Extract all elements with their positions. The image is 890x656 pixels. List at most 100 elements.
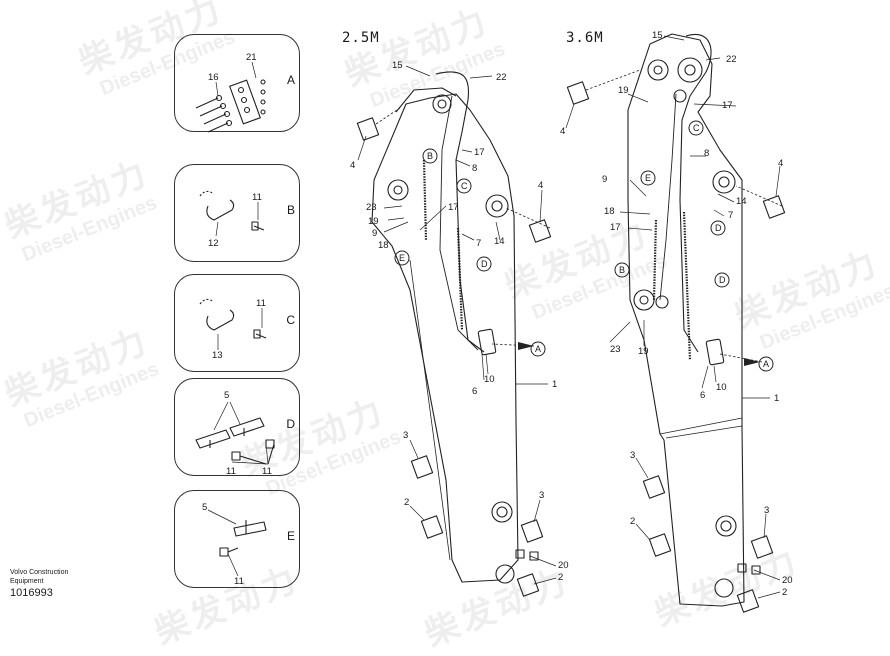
- detail-marker-letter: D: [715, 223, 722, 233]
- clamp-icon: [199, 298, 267, 339]
- leader-lines: [207, 35, 781, 599]
- callout-number: 14: [494, 236, 505, 247]
- callout-number: 7: [476, 238, 481, 249]
- inset-letter: A: [286, 73, 295, 87]
- callout-number: 23: [366, 202, 377, 213]
- callout-number: 17: [448, 202, 459, 213]
- detail-markers-right: [614, 120, 774, 372]
- callout-number: 2: [630, 516, 635, 527]
- callout-number: 4: [538, 180, 543, 191]
- callout-number: 11: [262, 466, 272, 477]
- callout-number: 22: [496, 72, 507, 83]
- callout-number: 2: [558, 572, 563, 583]
- callout-number: 2: [404, 497, 409, 508]
- callout-number: 10: [484, 374, 495, 385]
- detail-marker-circle: [714, 272, 730, 288]
- clamp-plate-icon: [195, 417, 275, 465]
- callout-number: 3: [539, 490, 544, 501]
- detail-marker-circle: [422, 148, 438, 164]
- detail-marker-circle: [640, 170, 656, 186]
- clamp-icon: [199, 190, 265, 231]
- callout-number: 8: [704, 148, 709, 159]
- callout-number: 1: [774, 393, 779, 404]
- callout-number: 11: [226, 466, 236, 477]
- detail-marker-letter: E: [399, 253, 405, 263]
- callout-number: 16: [208, 72, 219, 83]
- detail-marker-circle: [614, 262, 630, 278]
- manufacturer-line: Equipment: [10, 578, 44, 585]
- callout-number: 17: [610, 222, 621, 233]
- callout-number: 15: [652, 30, 663, 41]
- callout-number: 4: [778, 158, 783, 169]
- callout-number: 11: [256, 298, 266, 309]
- dashed-leaders: [375, 69, 783, 363]
- detail-marker-circle: [530, 341, 546, 357]
- callout-number: 19: [368, 216, 379, 227]
- callout-number: 6: [700, 390, 705, 401]
- document-number: 1016993: [10, 587, 53, 599]
- detail-marker-letter: C: [693, 123, 700, 133]
- callout-number: 18: [378, 240, 389, 251]
- callout-number: 5: [224, 390, 229, 401]
- callout-number: 19: [618, 85, 629, 96]
- callout-number: 22: [726, 54, 737, 65]
- detail-markers-left: [394, 148, 546, 357]
- callout-number: 9: [372, 228, 377, 239]
- callout-number: 7: [728, 210, 733, 221]
- detail-marker-circle: [456, 178, 472, 194]
- callout-number: 20: [782, 575, 793, 586]
- inset-letter: B: [286, 203, 295, 217]
- inset-letter: D: [286, 417, 295, 431]
- inset-a: A: [174, 34, 300, 132]
- inset-b: B: [174, 164, 300, 262]
- callout-number: 15: [392, 60, 403, 71]
- arm-right: [566, 33, 786, 613]
- detail-letters-right: C E D B D A: [619, 123, 769, 369]
- arm-left: [356, 71, 552, 597]
- callout-number: 3: [403, 430, 408, 441]
- callout-number: 5: [202, 502, 207, 513]
- detail-marker-letter: A: [535, 344, 541, 354]
- detail-marker-circle: [688, 120, 704, 136]
- manufacturer-line: Volvo Construction: [10, 569, 69, 576]
- detail-marker-letter: E: [645, 173, 651, 183]
- inset-c: C: [174, 274, 300, 372]
- callout-number: 23: [610, 344, 621, 355]
- callout-number: 3: [764, 505, 769, 516]
- arm-drawing: 15 22 4 17 8 23 17 19 9 18 7 14 4 6 10 1…: [195, 30, 793, 613]
- callouts-left: 15 22 4 17 8 23 17 19 9 18 7 14 4 6 10 1…: [350, 60, 569, 583]
- callout-number: 4: [350, 160, 355, 171]
- callout-number: 11: [252, 192, 262, 203]
- callouts-right: 15 22 19 17 4 8 9 18 14 7 17 4 23 19 6 1…: [560, 30, 793, 598]
- inset-letter: C: [286, 313, 295, 327]
- inset-callouts: 21 16 11 12 11 13 5 11 11 5 11: [202, 52, 272, 587]
- detail-marker-circle: [758, 356, 774, 372]
- detail-marker-letter: D: [481, 259, 488, 269]
- detail-marker-circle: [394, 250, 410, 266]
- detail-marker-letter: C: [461, 181, 468, 191]
- detail-letters-left: B C E D A: [399, 151, 541, 354]
- callout-number: 10: [716, 382, 727, 393]
- detail-marker-letter: B: [427, 151, 433, 161]
- callout-number: 14: [736, 196, 747, 207]
- detail-marker-letter: D: [719, 275, 726, 285]
- callout-number: 18: [604, 206, 615, 217]
- callout-number: 17: [722, 100, 733, 111]
- callout-number: 6: [472, 386, 477, 397]
- view-title-3-6m: 3.6M: [566, 30, 604, 46]
- detail-marker-circle: [476, 256, 492, 272]
- inset-e: E: [174, 490, 300, 588]
- bolt-set-icon: [195, 79, 266, 133]
- callout-number: 20: [558, 560, 569, 571]
- callout-number: 19: [638, 346, 649, 357]
- callout-number: 4: [560, 126, 565, 137]
- arrowheads: [518, 342, 760, 366]
- detail-marker-circle: [710, 220, 726, 236]
- callout-number: 21: [246, 52, 257, 63]
- clamp-plate-icon: [219, 520, 267, 557]
- detail-marker-letter: A: [763, 359, 769, 369]
- inset-d: D: [174, 378, 300, 476]
- callout-number: 11: [234, 576, 244, 587]
- callout-number: 1: [552, 379, 557, 390]
